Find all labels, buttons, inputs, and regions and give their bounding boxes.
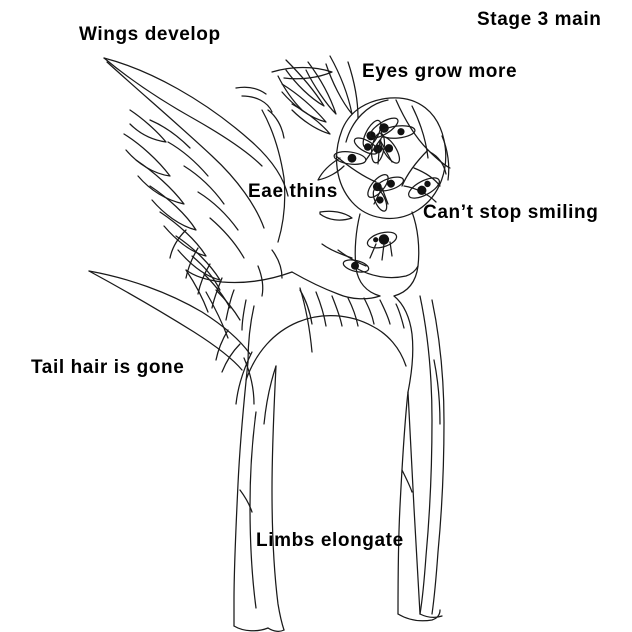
label-stage-title: Stage 3 main — [477, 9, 602, 30]
head-outline — [335, 97, 447, 219]
neck — [321, 211, 420, 297]
label-limbs-elongate: Limbs elongate — [256, 530, 404, 551]
eye-right-cheek — [408, 177, 440, 199]
eye-left-cheek — [333, 151, 367, 165]
tail — [88, 270, 255, 405]
wing-outline — [103, 57, 289, 229]
body-fur-strokes — [299, 289, 405, 329]
wing-upper-arm — [235, 86, 286, 243]
clustered-eyes-lower — [367, 173, 405, 212]
label-wings-develop: Wings develop — [79, 24, 221, 45]
hind-leg — [233, 361, 285, 632]
label-eyes-grow-more: Eyes grow more — [362, 61, 518, 82]
neck-eyes — [342, 231, 398, 273]
hind-leg-far — [185, 269, 229, 339]
label-cant-stop-smiling: Can’t stop smiling — [423, 202, 599, 223]
wing-feathers — [123, 109, 245, 321]
head-facet-lines — [335, 99, 451, 203]
body-outline — [185, 269, 414, 393]
clustered-eyes-upper — [353, 117, 416, 165]
body-haunch — [245, 314, 407, 381]
label-ear-thins: Eae thins — [248, 181, 338, 202]
muzzle — [317, 157, 353, 221]
front-leg — [397, 295, 445, 622]
label-tail-hair-gone: Tail hair is gone — [31, 357, 185, 378]
